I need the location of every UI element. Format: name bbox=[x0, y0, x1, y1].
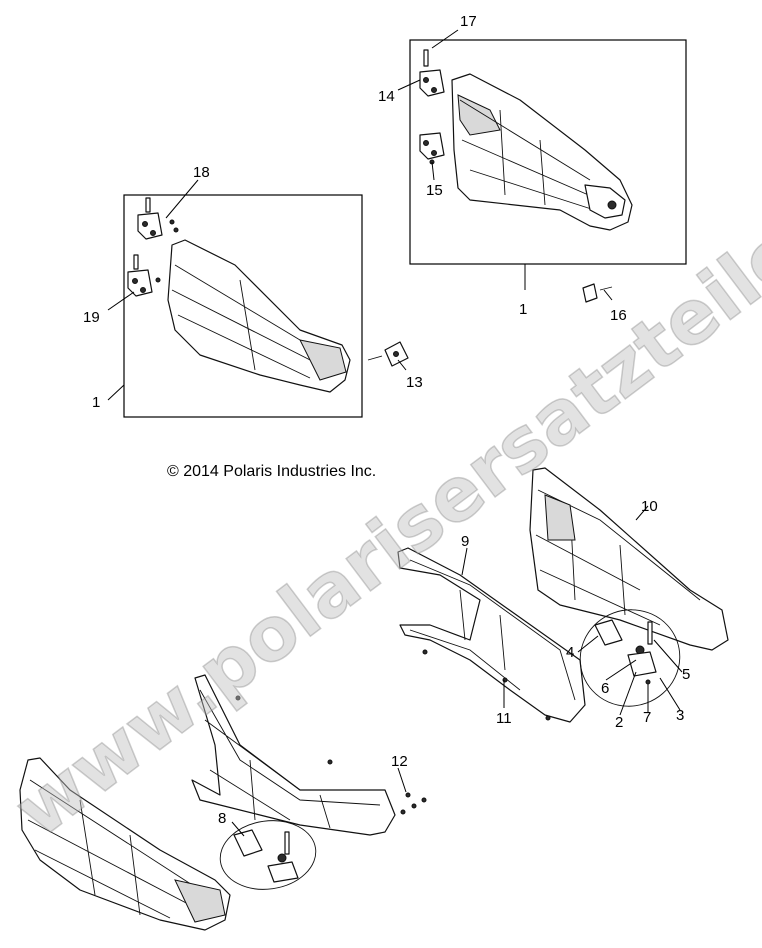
callout-7: 7 bbox=[643, 709, 651, 726]
assembly-box-right bbox=[409, 39, 687, 303]
latch-assembly-oval-8 bbox=[219, 820, 317, 890]
frame-inner-9 bbox=[397, 547, 586, 723]
callout-1-right: 1 bbox=[519, 301, 527, 318]
door-panel-left-assembly bbox=[167, 239, 351, 393]
latch-body-2 bbox=[627, 651, 657, 677]
bolt-5 bbox=[647, 621, 653, 645]
callout-16: 16 bbox=[610, 307, 627, 324]
door-frame-right-assembly bbox=[451, 73, 633, 231]
hinge-upper-18 bbox=[137, 197, 179, 240]
callout-11: 11 bbox=[496, 710, 512, 727]
callout-14: 14 bbox=[378, 88, 395, 105]
callout-2: 2 bbox=[615, 714, 623, 731]
latch-handle-4 bbox=[594, 619, 623, 646]
latch-13 bbox=[367, 341, 409, 367]
latch-16 bbox=[582, 283, 613, 303]
callout-1-left: 1 bbox=[92, 394, 100, 411]
door-panel-lower-left bbox=[19, 757, 231, 931]
latch-assembly-oval bbox=[579, 609, 681, 707]
assembly-box-right-frame bbox=[409, 39, 687, 265]
callout-6: 6 bbox=[601, 680, 609, 697]
callout-9: 9 bbox=[461, 533, 469, 550]
fasteners-12 bbox=[400, 792, 427, 815]
watermark-text: www.polarisersatzteile.de bbox=[0, 130, 762, 855]
callout-10: 10 bbox=[641, 498, 658, 515]
callout-19: 19 bbox=[83, 309, 100, 326]
frame-inner-left bbox=[191, 674, 396, 836]
callout-13: 13 bbox=[406, 374, 423, 391]
hinge-lower-19 bbox=[127, 254, 161, 297]
callout-17: 17 bbox=[460, 13, 477, 30]
callout-3: 3 bbox=[676, 707, 684, 724]
hinge-lower-15 bbox=[419, 132, 445, 165]
door-frame-10 bbox=[529, 467, 729, 651]
assembly-box-left-frame bbox=[123, 194, 363, 418]
callout-5: 5 bbox=[682, 666, 690, 683]
callout-labels: 17 14 15 1 16 18 19 13 1 9 10 4 5 6 2 7 … bbox=[83, 13, 690, 827]
copyright-text: © 2014 Polaris Industries Inc. bbox=[167, 463, 376, 480]
callout-15: 15 bbox=[426, 182, 443, 199]
hinge-upper-14 bbox=[419, 49, 445, 97]
assembly-box-left bbox=[123, 194, 409, 418]
callout-8: 8 bbox=[218, 810, 226, 827]
screw-7 bbox=[645, 679, 651, 685]
callout-12: 12 bbox=[391, 753, 408, 770]
callout-4: 4 bbox=[566, 644, 574, 661]
callout-18: 18 bbox=[193, 164, 210, 181]
